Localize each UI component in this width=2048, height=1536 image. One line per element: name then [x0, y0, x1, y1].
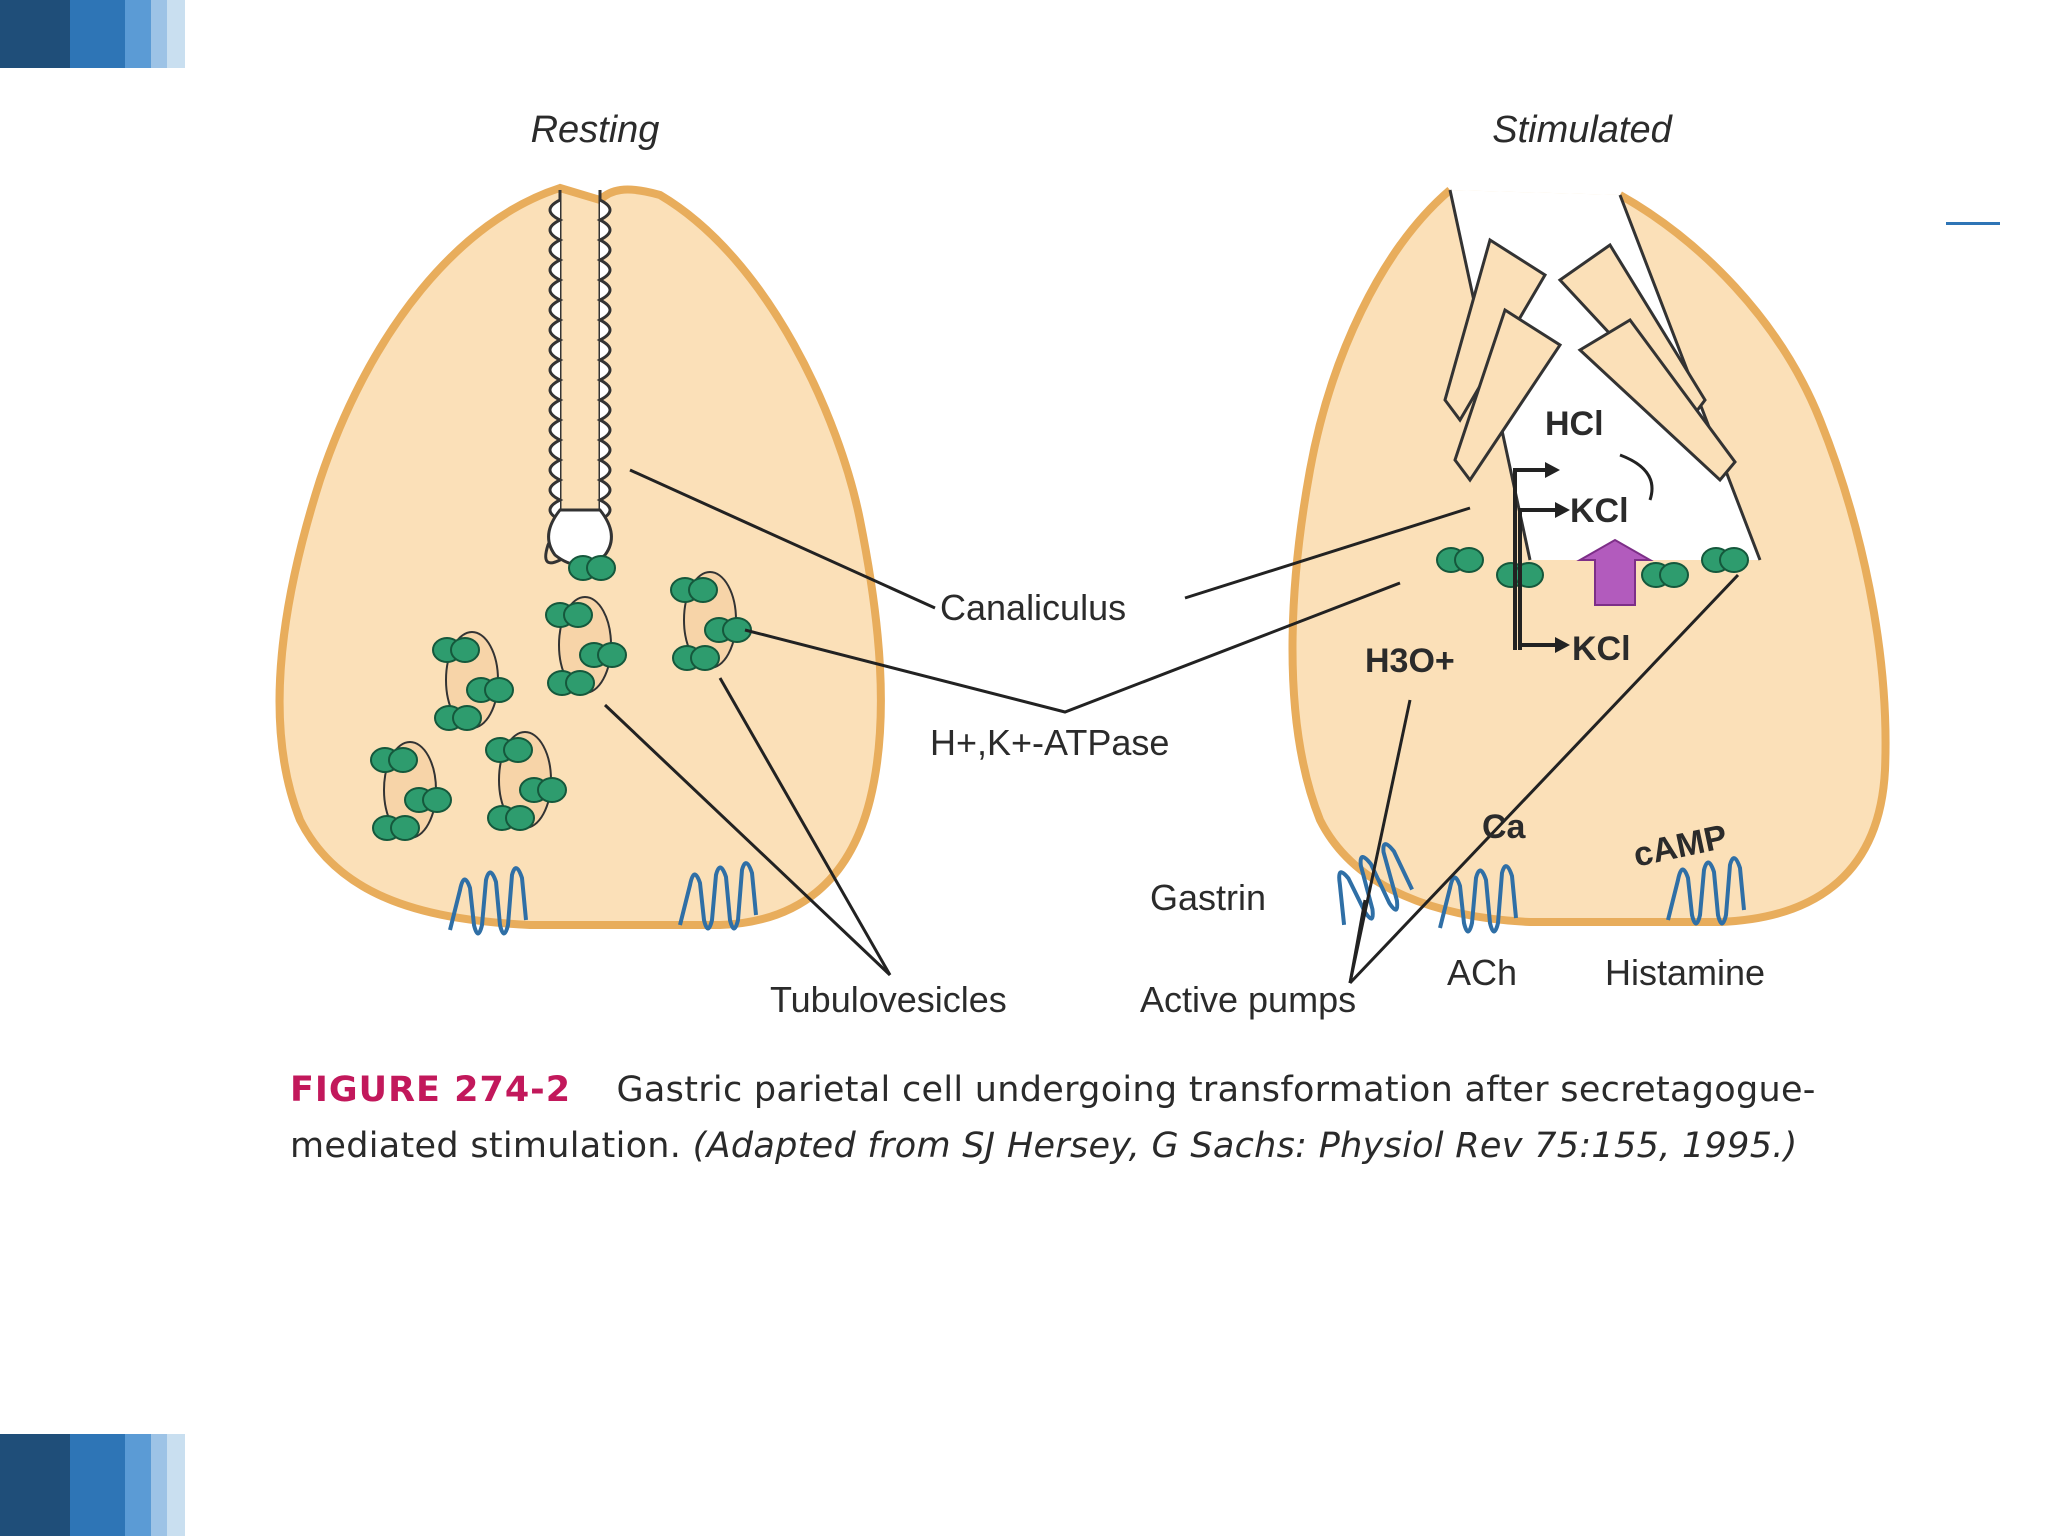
label-ca: Ca [1482, 808, 1527, 846]
label-hcl: HCl [1545, 405, 1604, 443]
label-atpase: H+,K+-ATPase [930, 722, 1169, 763]
label-tubulovesicles: Tubulovesicles [770, 979, 1007, 1020]
leader-lines [603, 468, 1740, 985]
label-kcl-bottom: KCl [1572, 630, 1631, 668]
stimulated-cell [1288, 186, 1890, 934]
label-histamine: Histamine [1605, 952, 1765, 993]
label-canaliculus: Canaliculus [940, 587, 1126, 628]
caption-text: Gastric parietal cell undergoing transfo… [290, 1070, 1816, 1166]
resting-cell [275, 183, 885, 936]
slide-corner-decoration-bottom [0, 1434, 185, 1536]
label-h3o: H3O+ [1365, 642, 1455, 680]
caption-source: (Adapted from SJ Hersey, G Sachs: Physio… [692, 1126, 1798, 1166]
label-gastrin: Gastrin [1150, 877, 1266, 918]
slide-accent-line [1946, 222, 2000, 225]
label-active-pumps: Active pumps [1140, 979, 1356, 1020]
panel-title-stimulated: Stimulated [1492, 109, 1673, 151]
proton-pump-arrow-icon [1576, 538, 1654, 606]
label-ach: ACh [1447, 952, 1517, 993]
panel-title-resting: Resting [531, 109, 660, 151]
figure-number: FIGURE 274-2 [290, 1070, 572, 1110]
figure-caption: FIGURE 274-2 Gastric parietal cell under… [290, 1062, 1910, 1174]
slide-corner-decoration-top [0, 0, 185, 68]
label-kcl-top: KCl [1570, 492, 1629, 530]
